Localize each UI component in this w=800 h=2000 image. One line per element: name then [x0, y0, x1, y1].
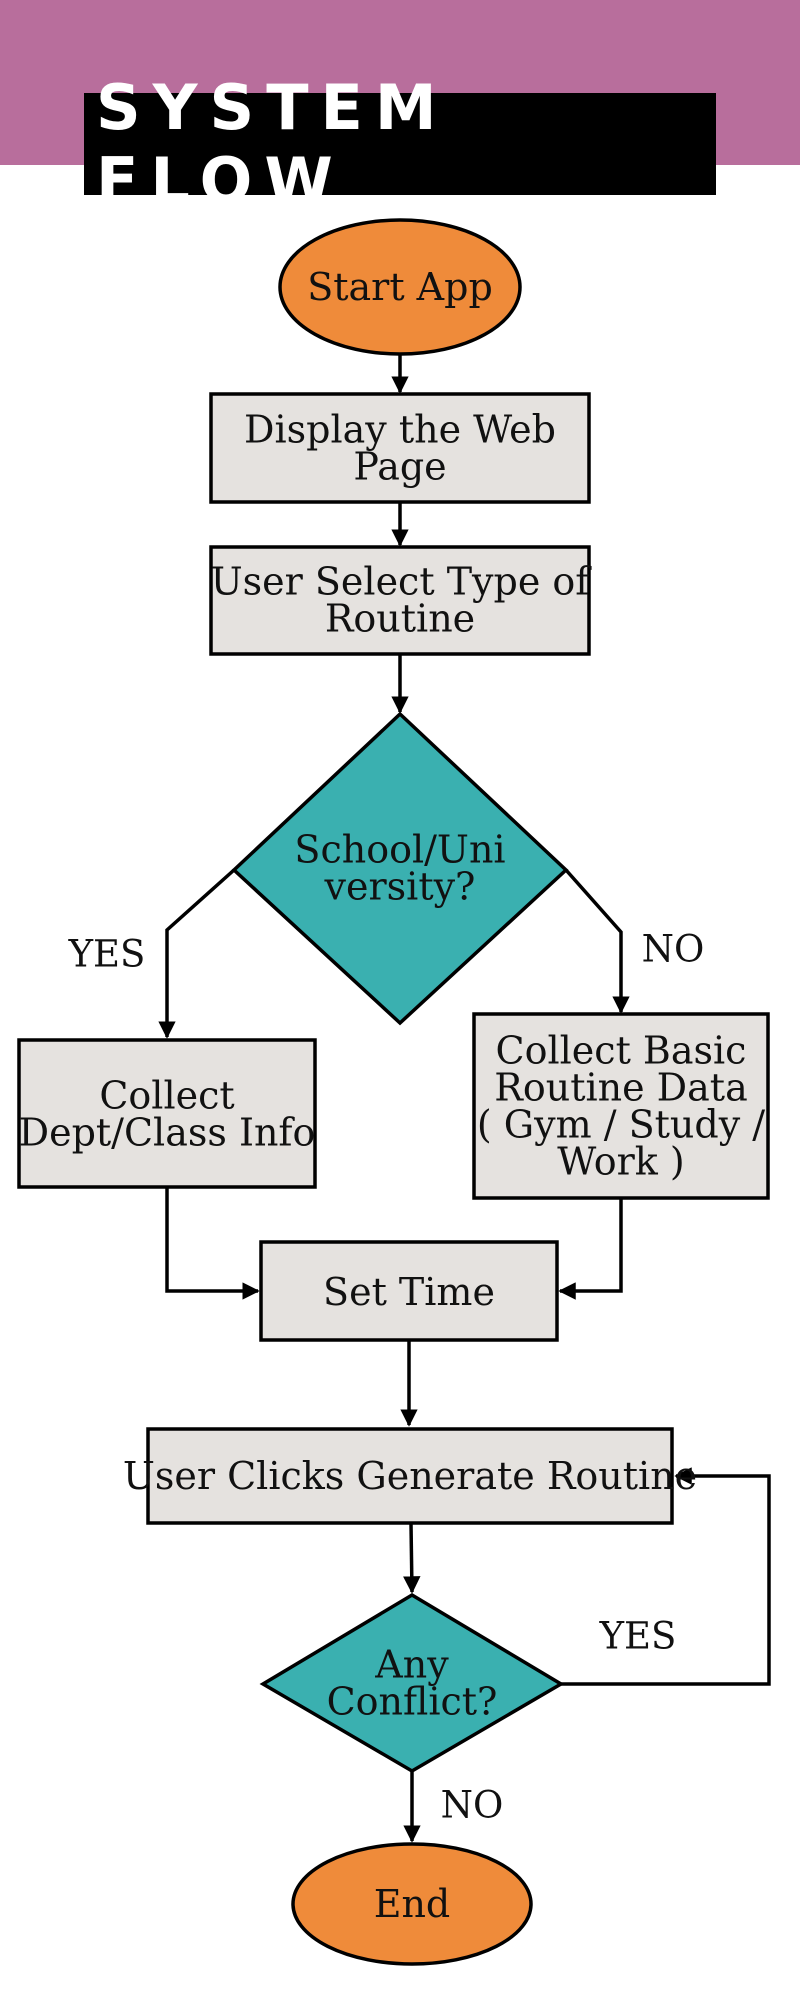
node-set-time: Set Time	[259, 1240, 559, 1342]
generate-label-line: User Clicks Generate Routine	[123, 1454, 697, 1498]
edge-school-yes	[158, 868, 236, 1039]
set-time-process-shape	[259, 1240, 559, 1342]
edge-label-school-no: NO	[642, 928, 705, 971]
display-label-line: Page	[353, 445, 446, 489]
select-label-line: User Select Type of	[211, 560, 593, 604]
end-terminal-shape	[291, 1842, 533, 1966]
select-process-shape	[209, 545, 591, 656]
edge-label-school-yes: YES	[68, 933, 146, 976]
conflict-label-line: Conflict?	[327, 1680, 498, 1724]
start-terminal-shape	[278, 218, 522, 356]
select-label-line: Routine	[325, 597, 475, 641]
page-title: SYSTEM FLOW	[96, 71, 449, 217]
conflict-decision-shape	[259, 1592, 565, 1774]
edge-label-conflict-no: NO	[441, 1784, 504, 1827]
set-time-label-line: Set Time	[323, 1270, 495, 1314]
generate-process-shape	[146, 1427, 674, 1525]
collect-basic-label-line: Work )	[557, 1140, 684, 1184]
edge-label-conflict-yes: YES	[599, 1615, 677, 1658]
school-label-line: versity?	[324, 865, 476, 909]
collect-basic-label-line: Collect Basic	[496, 1029, 747, 1073]
edge-generate-to-conflict	[403, 1523, 421, 1594]
collect-basic-label-line: ( Gym / Study /	[477, 1103, 765, 1147]
node-generate: User Clicks Generate Routine	[123, 1427, 697, 1525]
start-label: Start App	[307, 265, 493, 309]
node-end: End	[291, 1842, 533, 1966]
node-start: Start App	[278, 218, 522, 356]
title-box: SYSTEM FLOW	[84, 71, 716, 217]
edge-basic-to-settime	[558, 1199, 623, 1300]
edge-dept-to-settime	[165, 1187, 260, 1300]
display-label-line: Display the Web	[244, 408, 556, 452]
conflict-label-line: Any	[374, 1643, 449, 1687]
collect-dept-label-line: Collect	[99, 1074, 234, 1118]
edges	[158, 355, 771, 1843]
edge-school-no	[564, 868, 630, 1014]
set-time-label: Set Time	[323, 1270, 495, 1314]
edge-conflict-yes-loop	[561, 1467, 771, 1686]
school-label-line: School/Uni	[294, 828, 505, 872]
collect-basic-process-shape	[472, 1012, 770, 1200]
collect-dept-process-shape	[17, 1038, 317, 1189]
display-process-shape	[209, 392, 591, 504]
end-label-line: End	[374, 1882, 451, 1926]
start-label-line: Start App	[307, 265, 493, 309]
school-decision-shape	[231, 711, 569, 1026]
collect-dept-label-line: Dept/Class Info	[19, 1111, 316, 1155]
generate-label: User Clicks Generate Routine	[123, 1454, 697, 1498]
collect-basic-label-line: Routine Data	[494, 1066, 747, 1110]
end-label: End	[374, 1882, 451, 1926]
